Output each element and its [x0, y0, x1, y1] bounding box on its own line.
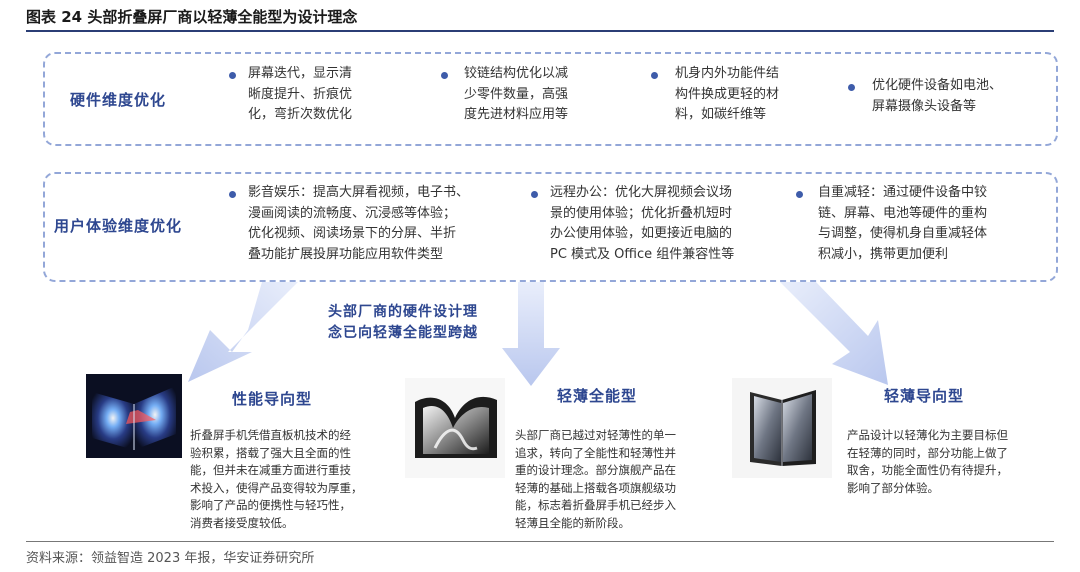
hardware-item-4: 优化硬件设备如电池、 屏幕摄像头设备等 — [872, 78, 1003, 114]
hardware-item-1: 屏幕迭代，显示清 晰度提升、折痕优 化，弯折次数优化 — [248, 66, 353, 122]
bullet-dot — [229, 191, 236, 198]
arrow-left — [188, 282, 298, 382]
bullet-dot — [796, 191, 803, 198]
user-item-1: 影音娱乐：提高大屏看视频，电子书、 漫画阅读的流畅度、沉浸感等体验； 优化视频、… — [248, 185, 470, 262]
balanced-phone-image — [405, 378, 505, 478]
type-desc-performance: 折叠屏手机凭借直板机技术的经 验积累，搭载了强大且全面的性 能，但并未在减重方面… — [190, 428, 363, 530]
hardware-label: 硬件维度优化 — [70, 91, 167, 109]
type-desc-thin: 产品设计以轻薄化为主要目标但 在轻薄的同时，部分功能上做了 取舍，功能全面性仍有… — [847, 428, 1008, 495]
arrow-center — [502, 282, 560, 386]
type-heading-performance: 性能导向型 — [232, 390, 313, 408]
performance-phone-graphic — [86, 374, 182, 458]
user-item-2: 远程办公：优化大屏视频会议场 景的使用体验；优化折叠机短时 办公使用体验，如更接… — [550, 185, 735, 262]
center-caption: 头部厂商的硬件设计理 念已向轻薄全能型跨越 — [328, 304, 478, 341]
thin-phone-graphic — [732, 378, 832, 478]
user-experience-label: 用户体验维度优化 — [54, 217, 183, 235]
title-rule — [26, 30, 1054, 32]
bullet-dot — [531, 191, 538, 198]
hardware-item-2: 铰链结构优化以减 少零件数量，高强 度先进材料应用等 — [464, 66, 569, 122]
type-heading-thin: 轻薄导向型 — [884, 387, 965, 405]
balanced-phone-graphic — [405, 378, 505, 478]
source-note: 资料来源：领益智造 2023 年报，华安证券研究所 — [26, 551, 315, 566]
bullet-dot — [441, 72, 448, 79]
thin-phone-image — [732, 378, 832, 478]
bullet-dot — [229, 72, 236, 79]
user-experience-box — [43, 172, 1058, 282]
footer-rule — [26, 541, 1054, 542]
hardware-item-3: 机身内外功能件结 构件换成更轻的材 料，如碳纤维等 — [675, 66, 780, 122]
user-item-3: 自重减轻：通过硬件设备中铰 链、屏幕、电池等硬件的重构 与调整，使得机身自重减轻… — [818, 185, 988, 262]
performance-phone-image — [86, 374, 182, 458]
bullet-dot — [848, 84, 855, 91]
type-heading-balanced: 轻薄全能型 — [557, 387, 638, 405]
hardware-box — [43, 52, 1058, 146]
arrow-right — [780, 282, 888, 385]
bullet-dot — [651, 72, 658, 79]
figure-title: 图表 24 头部折叠屏厂商以轻薄全能型为设计理念 — [26, 8, 358, 26]
type-desc-balanced: 头部厂商已越过对轻薄性的单一 追求，转向了全能性和轻薄性并 重的设计理念。部分旗… — [515, 428, 676, 530]
